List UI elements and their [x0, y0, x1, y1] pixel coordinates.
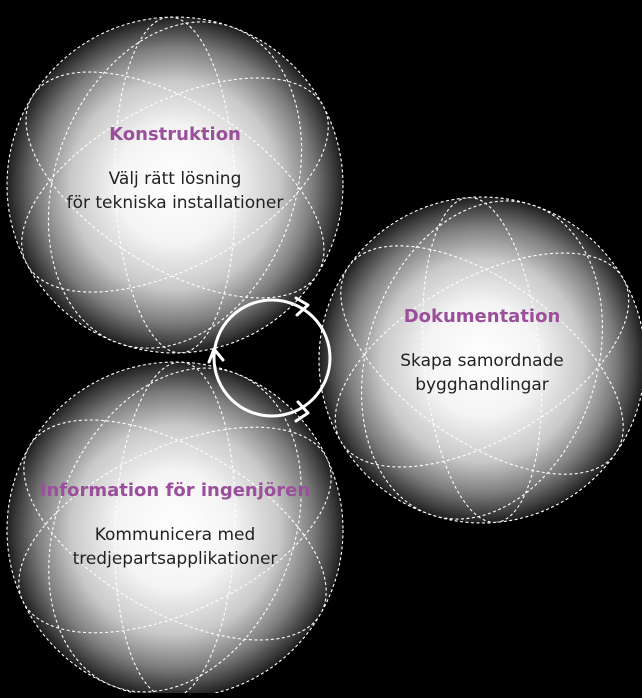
sphere-description-line: bygghandlingar [415, 375, 549, 395]
sphere-description-line: för tekniska installationer [66, 193, 284, 213]
sphere-description-line: tredjepartsapplikationer [72, 549, 278, 569]
sphere-description: Kommunicera med tredjepartsapplikationer [0, 523, 350, 571]
sphere-outline [6, 16, 344, 354]
sphere-body [7, 362, 343, 698]
sphere-description-line: Välj rätt lösning [108, 169, 242, 189]
sphere-label-information: Information för ingenjören Kommunicera m… [0, 480, 350, 571]
sphere-description-line: Skapa samordnade [400, 351, 564, 371]
sphere-title: Dokumentation [403, 306, 561, 327]
sphere-description: Skapa samordnade bygghandlingar [316, 349, 642, 397]
sphere-outline [318, 196, 642, 524]
sphere-konstruktion [6, 16, 344, 354]
sphere-body [7, 17, 343, 353]
sphere-description: Välj rätt lösning för tekniska installat… [0, 167, 350, 215]
sphere-title: Information för ingenjören [39, 480, 311, 501]
cycle-arrowhead-top [294, 296, 310, 317]
sphere-title: Konstruktion [109, 124, 241, 145]
sphere-label-konstruktion: Konstruktion Välj rätt lösning för tekni… [0, 124, 350, 215]
sphere-label-dokumentation: Dokumentation Skapa samordnade bygghandl… [316, 306, 642, 397]
cycle-arrowhead-left [207, 347, 225, 364]
cycle-arrows-icon [207, 296, 332, 423]
sphere-outline [6, 361, 344, 698]
cycle-arrowhead-bottom [294, 400, 310, 423]
sphere-description-line: Kommunicera med [94, 525, 256, 545]
cycle-ring [212, 298, 332, 418]
sphere-body [319, 197, 642, 523]
